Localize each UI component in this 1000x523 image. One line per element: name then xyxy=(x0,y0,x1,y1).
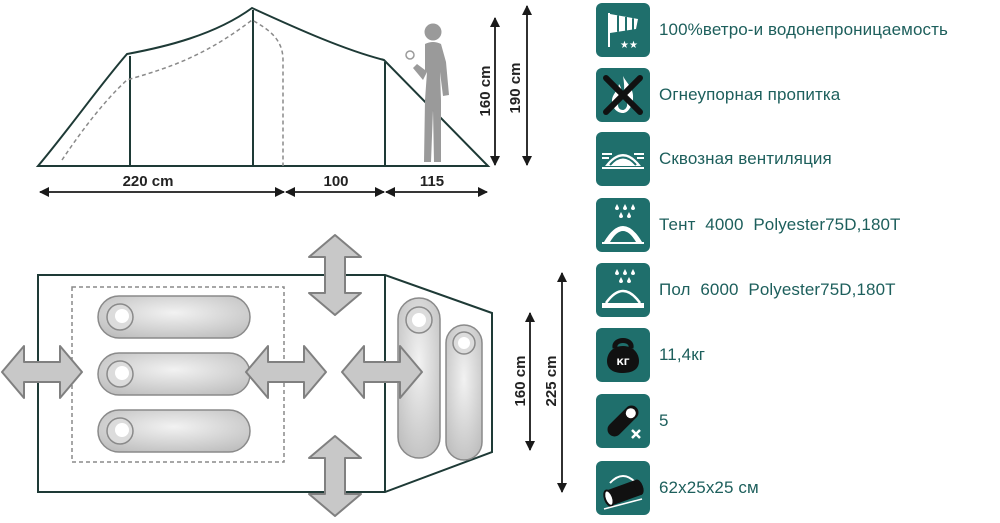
entrance-arrow-middle xyxy=(245,345,327,399)
tent-diagram: 160 cm 190 cm 220 cm 100 115 xyxy=(1,5,567,517)
spec-row-tent-fabric: Тент 4000 Polyester75D,180T xyxy=(596,198,901,252)
spec-text: 11,4кг xyxy=(659,345,706,364)
entrance-arrow-left xyxy=(1,345,83,399)
sleeping-bag xyxy=(397,297,441,459)
packed-bag-icon xyxy=(596,461,650,515)
svg-text:★★: ★★ xyxy=(620,40,638,51)
spec-row-weight: КГ 11,4кг xyxy=(596,328,705,382)
spec-row-floor-fabric: Пол 6000 Polyester75D,180T xyxy=(596,263,896,317)
entrance-arrow-vestibule xyxy=(341,345,423,399)
top-view: 160 cm 225 cm xyxy=(1,234,567,517)
height-label-160: 160 cm xyxy=(477,66,494,117)
sleeping-bag xyxy=(97,295,251,339)
length-label-115: 115 xyxy=(420,173,444,190)
spec-row-capacity: 5 xyxy=(596,394,669,448)
no-fire-icon xyxy=(596,68,650,122)
kettlebell-icon: КГ xyxy=(596,328,650,382)
rain-dome-icon xyxy=(596,198,650,252)
sleeping-bag xyxy=(445,324,483,461)
height-label-190: 190 cm xyxy=(507,63,524,114)
spec-row-fire: Огнеупорная пропитка xyxy=(596,68,840,122)
spec-row-packed-size: 62x25x25 см xyxy=(596,461,759,515)
tent-side-outline xyxy=(35,6,491,167)
sleeping-bag xyxy=(97,409,251,453)
spec-text: Пол 6000 Polyester75D,180T xyxy=(659,280,896,299)
windsock-icon: ★★ xyxy=(596,3,650,57)
spec-text: Тент 4000 Polyester75D,180T xyxy=(659,215,901,234)
width-label-225: 225 cm xyxy=(543,356,560,407)
rain-floor-icon xyxy=(596,263,650,317)
ventilation-icon xyxy=(596,132,650,186)
spec-row-ventilation: Сквозная вентиляция xyxy=(596,132,832,186)
inner-tent-dashed xyxy=(61,19,284,166)
spec-text: 62x25x25 см xyxy=(659,478,759,497)
entrance-arrow-bottom xyxy=(308,435,362,517)
entrance-arrow-top xyxy=(308,234,362,316)
spec-text: 5 xyxy=(659,411,669,430)
spec-row-waterproof: ★★ 100%ветро-и водонепроницаемость xyxy=(596,3,948,57)
width-label-160: 160 cm xyxy=(512,356,529,407)
sleeping-bag-icon xyxy=(596,394,650,448)
kettlebell-badge: КГ xyxy=(616,358,629,368)
spec-text: Сквозная вентиляция xyxy=(659,149,832,168)
sleeping-bag xyxy=(97,352,251,396)
length-label-100: 100 xyxy=(323,173,348,190)
spec-text: Огнеупорная пропитка xyxy=(659,85,841,104)
spec-text: 100%ветро-и водонепроницаемость xyxy=(659,20,948,39)
length-label-220: 220 cm xyxy=(123,173,174,190)
person-silhouette xyxy=(405,23,449,162)
side-view: 160 cm 190 cm 220 cm 100 115 xyxy=(35,5,532,197)
